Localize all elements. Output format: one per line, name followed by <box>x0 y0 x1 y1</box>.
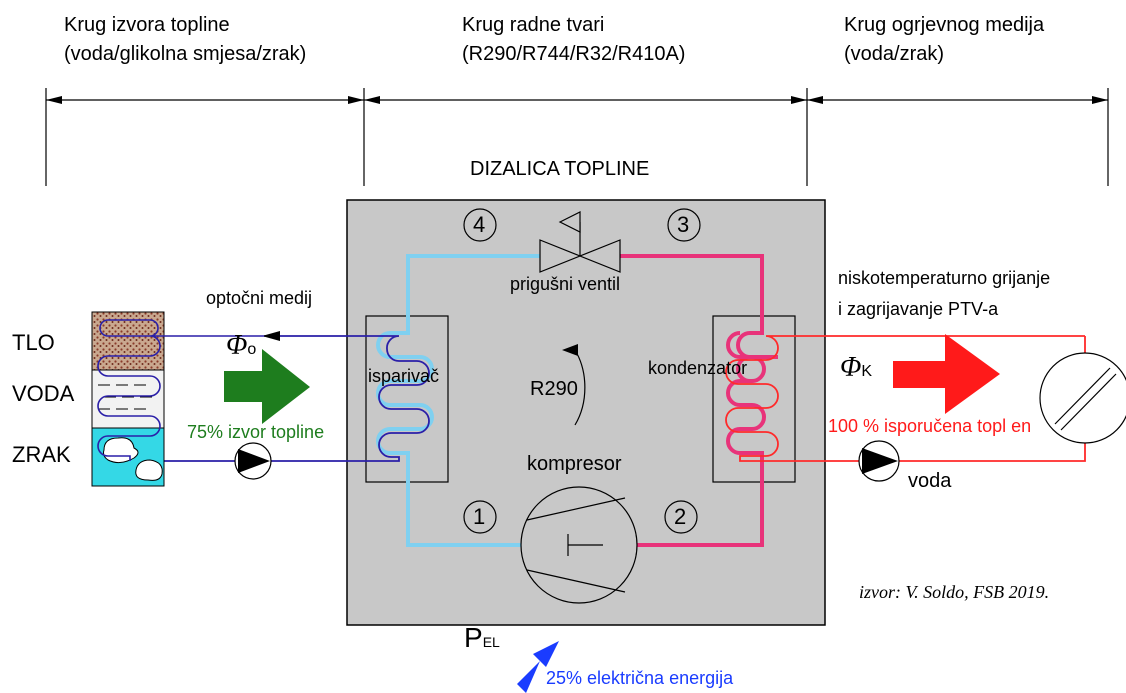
delivered-share-label: 100 % isporučena topl en <box>828 416 1032 436</box>
source-heat-arrow <box>224 349 310 424</box>
condenser-label: kondenzator <box>648 358 748 378</box>
source-share-label: 75% izvor topline <box>187 422 325 442</box>
cloud-2 <box>135 459 163 481</box>
evaporator-coil <box>376 318 434 480</box>
heat-consumer-symbol <box>1039 352 1126 444</box>
source-pump <box>234 442 272 480</box>
electric-power-symbol: PEL <box>464 622 500 653</box>
phi-k-symbol: ΦK <box>840 352 872 383</box>
source-credit: izvor: V. Soldo, FSB 2019. <box>859 582 1050 602</box>
heating-purpose-line1: niskotemperaturno grijanje <box>838 268 1051 288</box>
circulating-medium-arrow <box>262 331 280 341</box>
heat-pump-title: DIZALICA TOPLINE <box>470 158 650 180</box>
rotation-arrowhead <box>562 344 578 356</box>
circulating-medium-label: optočni medij <box>206 288 313 308</box>
state-3: 3 <box>677 212 690 237</box>
state-circles <box>463 208 701 534</box>
refrigerant-circuit-title: Krug radne tvari <box>462 14 605 36</box>
hot-refrigerant-line <box>610 254 764 547</box>
heating-pump <box>858 440 900 482</box>
state-1: 1 <box>473 504 486 529</box>
source-circuit-media: (voda/glikolna smjesa/zrak) <box>64 43 307 65</box>
heating-circuit-title: Krug ogrjevnog medija <box>844 14 1045 36</box>
phi-o-symbol: Φo <box>226 330 257 361</box>
electric-share-label: 25% električna energija <box>546 668 734 688</box>
evaporator-label: isparivač <box>368 366 440 386</box>
water-box <box>91 369 165 429</box>
source-water-label: VODA <box>12 381 75 406</box>
delivered-heat-arrow <box>893 334 1000 414</box>
source-circuit-title: Krug izvora topline <box>64 14 230 36</box>
refrigerant-label: R290 <box>530 378 578 400</box>
refrigerant-circuit-media: (R290/R744/R32/R410A) <box>462 43 686 65</box>
source-ground-label: TLO <box>12 330 55 355</box>
valve-label: prigušni ventil <box>510 274 621 294</box>
evaporator-source-coil <box>100 335 430 462</box>
condenser-water-coil <box>725 335 1086 462</box>
heating-circuit-media: (voda/zrak) <box>844 43 945 65</box>
compressor-symbol <box>520 486 638 604</box>
rotation-arrow <box>574 349 586 426</box>
dimension-arrowheads <box>46 96 1108 104</box>
state-4: 4 <box>473 212 486 237</box>
condenser-frame <box>712 315 796 483</box>
compressor-label: kompresor <box>527 453 622 475</box>
water-label: voda <box>908 470 952 492</box>
dimension-lines <box>45 88 1109 186</box>
expansion-valve <box>539 211 621 273</box>
heating-purpose-line2: i zagrijavanje PTV-a <box>838 299 999 319</box>
source-loop-coil <box>97 319 264 461</box>
electric-energy-arrow <box>517 641 559 693</box>
state-2: 2 <box>674 504 687 529</box>
cold-refrigerant-line <box>406 254 550 547</box>
source-air-label: ZRAK <box>12 442 71 467</box>
